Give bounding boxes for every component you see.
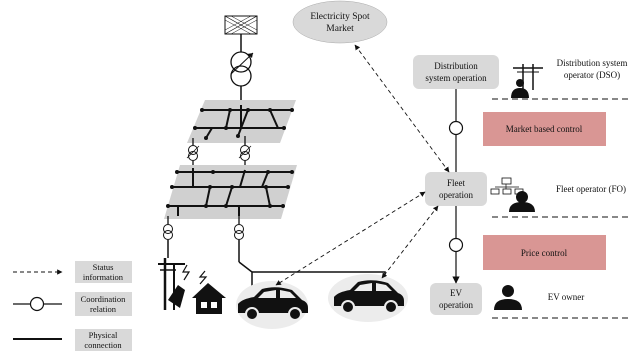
electricity-spot-market: Electricity Spot Market <box>292 0 388 44</box>
ev-owner-role-label: EV owner <box>548 292 585 302</box>
legend-status-line2: information <box>83 272 124 282</box>
grid-connection-icon <box>224 15 258 35</box>
price-control-label: Price control <box>521 248 568 258</box>
status-arrow-fleet-car2 <box>381 205 439 279</box>
substation-transformer-icon <box>230 51 254 87</box>
market-label-line1: Electricity Spot <box>310 12 370 22</box>
price-control-box: Price control <box>483 235 606 270</box>
ev-operation-box[interactable]: EV operation <box>430 283 482 315</box>
dso-box-line2: system operation <box>425 73 487 83</box>
fo-role-label: Fleet operator (FO) <box>556 184 626 194</box>
legend-status-box <box>75 261 132 283</box>
fleet-box-line1: Fleet <box>447 178 465 188</box>
legend-physical-line1: Physical <box>89 330 118 340</box>
legend-coordination-line2: relation <box>90 304 117 314</box>
status-arrow-fleet-car1 <box>275 191 426 286</box>
fleet-operator-icon <box>490 177 535 212</box>
electric-vehicle-icon[interactable] <box>236 281 308 329</box>
legend-physical-line2: connection <box>84 340 122 350</box>
dso-role-line1: Distribution system <box>557 58 628 68</box>
legend: Status information Coordination relation… <box>13 261 132 351</box>
legend-coordination-line1: Coordination <box>81 294 127 304</box>
fleet-box-line2: operation <box>439 190 473 200</box>
distribution-system-operation-box[interactable]: Distribution system operation <box>413 55 499 89</box>
medium-voltage-network <box>187 100 296 143</box>
ev-owner-icon <box>494 285 522 310</box>
lv-transformer-icon <box>234 216 244 262</box>
low-voltage-network <box>164 165 297 219</box>
legend-physical-box <box>75 329 132 351</box>
electric-vehicle-icon[interactable] <box>328 274 408 322</box>
market-based-control-box: Market based control <box>483 112 606 146</box>
legend-coordination-node <box>29 296 45 312</box>
pv-panel-icon <box>158 258 208 310</box>
dso-box-line1: Distribution <box>434 61 478 71</box>
ev-box-line1: EV <box>450 288 462 298</box>
market-label-line2: Market <box>326 24 354 34</box>
dso-role-line2: operator (DSO) <box>564 70 620 80</box>
coordination-node <box>448 120 464 136</box>
distribution-transformer-icon <box>186 138 200 168</box>
market-based-control-label: Market based control <box>506 124 583 134</box>
dso-worker-icon <box>511 64 543 98</box>
coordination-node <box>448 237 464 253</box>
fleet-operation-box[interactable]: Fleet operation <box>425 172 487 206</box>
status-arrow-fleet-market <box>354 44 450 173</box>
ev-box-line2: operation <box>439 300 473 310</box>
legend-status-line1: Status <box>93 262 114 272</box>
legend-coordination-box <box>75 292 132 316</box>
house-icon <box>192 283 226 314</box>
lv-transformer-icon <box>163 216 173 258</box>
